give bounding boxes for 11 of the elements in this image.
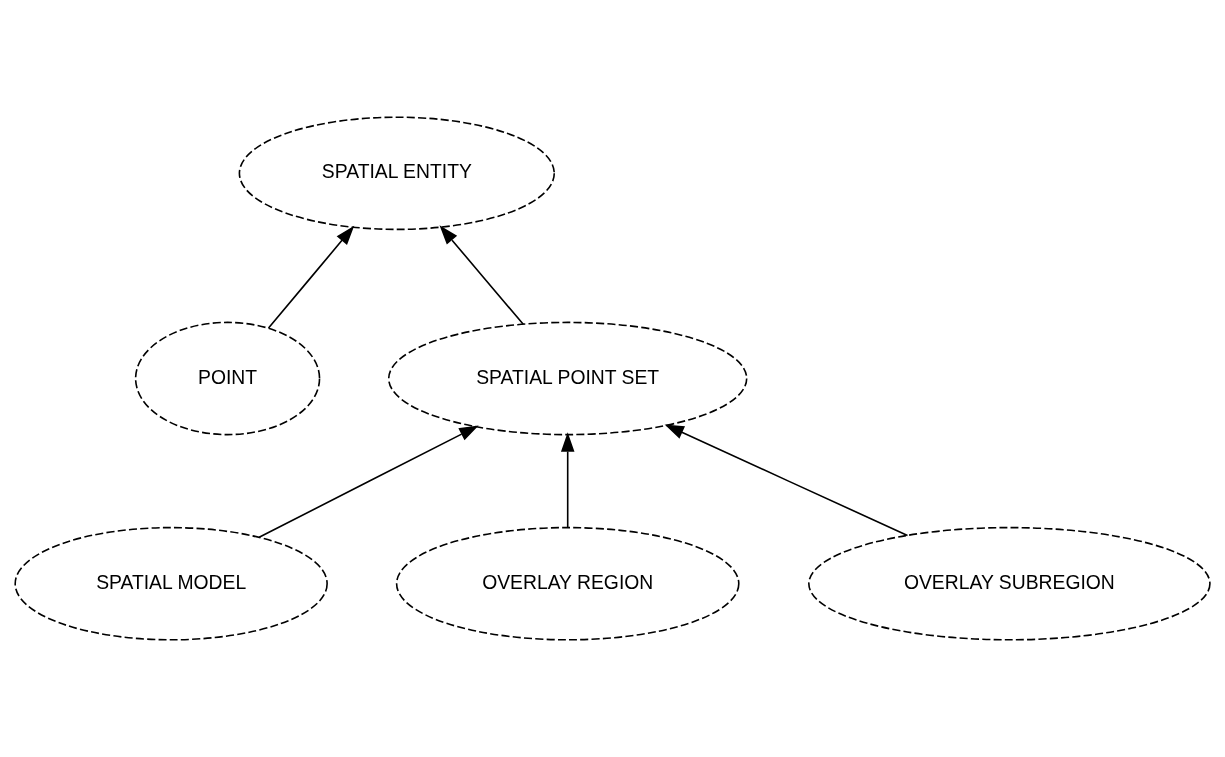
arrow <box>439 225 525 326</box>
node-ellipse: SPATIAL MODEL <box>14 526 328 641</box>
arrow <box>267 225 355 329</box>
arrow <box>664 424 909 537</box>
arrow <box>258 425 479 539</box>
node-ellipse: POINT <box>134 321 321 436</box>
node-ellipse: OVERLAY SUBREGION <box>808 526 1211 641</box>
arrow <box>560 432 575 529</box>
node-ellipse: OVERLAY REGION <box>395 526 740 641</box>
node-ellipse: SPATIAL ENTITY <box>238 116 556 231</box>
node-ellipse: SPATIAL POINT SET <box>387 321 748 436</box>
